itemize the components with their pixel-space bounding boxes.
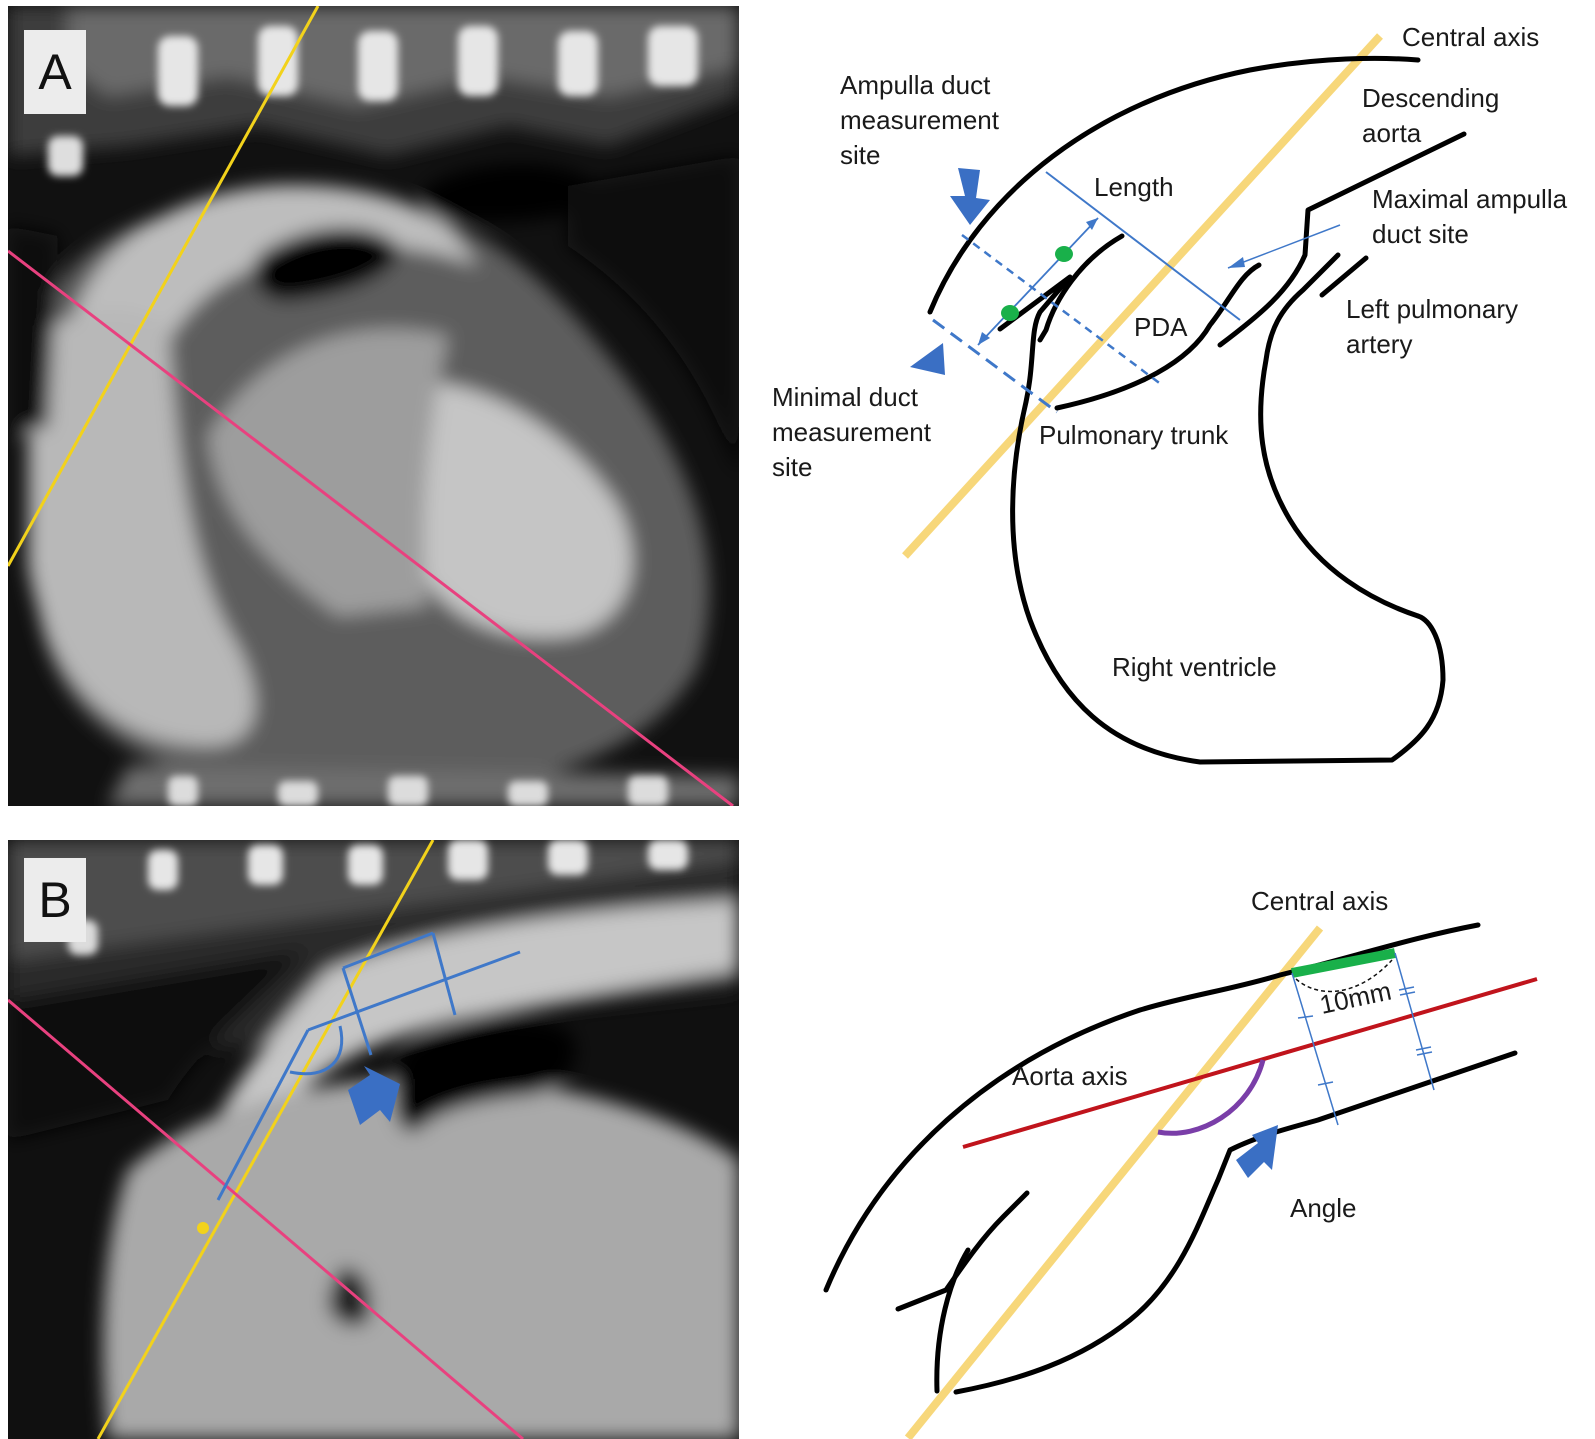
left-pa-wall <box>1258 252 1421 619</box>
length-line <box>977 217 1099 346</box>
green-marker-upper <box>1055 246 1073 262</box>
distance-label: 10mm <box>1317 976 1394 1020</box>
ct-b-measurement-overlay <box>216 931 521 1201</box>
pda-lower-wall <box>1054 262 1262 411</box>
ct-image-a-drawing <box>8 6 739 806</box>
maximal-site-label-line1: Maximal ampulla <box>1372 184 1568 214</box>
aorta-axis-line <box>962 977 1538 1149</box>
length-arrowhead-top <box>1086 218 1098 230</box>
descending-aorta-inner <box>1217 131 1467 348</box>
pulmonary-trunk-left-wall <box>997 274 1446 765</box>
ampulla-site-label-line1: Ampulla duct <box>840 70 991 100</box>
measurement-lines-b <box>1291 952 1435 1126</box>
central-axis-label-b: Central axis <box>1251 886 1388 916</box>
ct-b-arrow <box>348 1066 400 1125</box>
minimal-site-label-line1: Minimal duct <box>772 382 919 412</box>
aortic-arch-outer <box>927 55 1421 315</box>
distance-dashed-arc <box>1295 959 1393 993</box>
maximal-site-line <box>1045 171 1241 321</box>
angle-arc <box>1157 1059 1266 1136</box>
maximal-site-arrowhead <box>1228 257 1245 268</box>
maximal-site-pointer <box>1227 224 1341 269</box>
branch-left-top <box>895 1190 1030 1312</box>
minimal-site-arrowhead <box>910 343 945 375</box>
ct-image-a <box>8 6 739 806</box>
descending-aorta-label-line1: Descending <box>1362 83 1499 113</box>
left-pa-label-line1: Left pulmonary <box>1346 294 1518 324</box>
green-marker-lower <box>1001 305 1019 321</box>
branch-left-bottom <box>934 1247 971 1394</box>
central-axis-label-a: Central axis <box>1402 22 1539 52</box>
ct-b-yellow-axis-line <box>96 840 435 1439</box>
minimal-site-label-line3: site <box>772 452 812 482</box>
diagram-b: Central axis 10mm Aorta axis Angle <box>823 886 1538 1439</box>
central-axis-line-a <box>902 33 1383 559</box>
ct-image-b <box>8 840 739 1439</box>
ct-a-yellow-axis-line <box>8 6 320 567</box>
ampulla-site-arrow <box>950 168 990 225</box>
pulmonary-trunk-label: Pulmonary trunk <box>1039 420 1229 450</box>
length-arrowhead-bottom <box>978 332 990 345</box>
panel-a-label: A <box>24 30 86 114</box>
ct-b-yellow-marker <box>197 1222 209 1234</box>
descending-aorta-label-line2: aorta <box>1362 118 1422 148</box>
ct-image-b-drawing <box>8 840 739 1439</box>
pda-inner-upper <box>1037 233 1125 343</box>
measurement-lines-a <box>932 171 1341 414</box>
aorta-axis-label: Aorta axis <box>1012 1061 1128 1091</box>
angle-label: Angle <box>1290 1193 1357 1223</box>
diagram-a: Central axis Ampulla duct measurement si… <box>772 22 1568 765</box>
central-axis-line-b <box>904 925 1324 1439</box>
angle-arrow <box>1236 1125 1278 1178</box>
aortic-arch-outer-b <box>823 922 1481 1293</box>
ampulla-site-label-line2: measurement <box>840 105 1000 135</box>
pda-label: PDA <box>1134 312 1188 342</box>
ct-b-pink-plane-line <box>8 998 524 1439</box>
vessel-outlines-a <box>927 55 1467 765</box>
minimal-site-dashed-line <box>932 318 1058 414</box>
left-pa-branch <box>1319 255 1369 298</box>
ct-a-pink-plane-line <box>8 249 734 806</box>
left-pa-label-line2: artery <box>1346 329 1412 359</box>
length-label: Length <box>1094 172 1174 202</box>
panel-b-label: B <box>24 858 86 942</box>
minimal-site-label-line2: measurement <box>772 417 932 447</box>
right-ventricle-label: Right ventricle <box>1112 652 1277 682</box>
ampulla-site-label-line3: site <box>840 140 880 170</box>
measurement-segment-green <box>1291 948 1396 978</box>
maximal-site-label-line2: duct site <box>1372 219 1469 249</box>
vessel-outlines-b <box>823 922 1518 1395</box>
